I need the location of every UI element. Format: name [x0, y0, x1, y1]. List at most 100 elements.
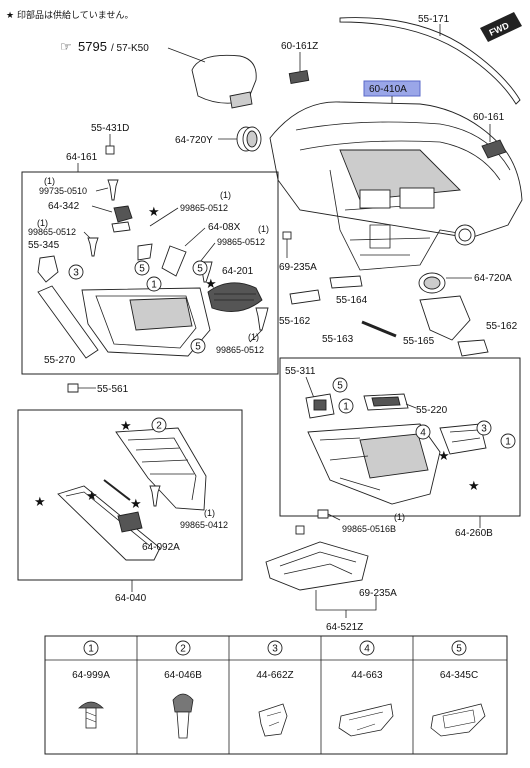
legend-cells: 1 64-999A 2 64-046B 3 44-662Z 444-663 564-345C	[72, 640, 486, 739]
legend-part-code[interactable]: 64-046B	[164, 670, 202, 681]
callout-64-342[interactable]: 64-342	[48, 201, 80, 212]
trim-plate-162-right-shape	[457, 339, 489, 357]
callout-64-260b[interactable]: 64-260B	[455, 528, 493, 539]
callout-99865-0512-b[interactable]: 99865-0512	[180, 203, 228, 213]
callout-55-561[interactable]: 55-561	[97, 384, 129, 395]
callout-60-410a[interactable]: 60-410A	[369, 84, 407, 95]
rivet-clip-icon	[172, 693, 194, 739]
callout-60-161z[interactable]: 60-161Z	[281, 41, 318, 52]
clip-reference-number: 5	[337, 381, 343, 392]
left-air-vent-shape	[236, 126, 262, 152]
reference-number[interactable]: 5795	[78, 39, 107, 54]
switch-55-311-shape	[305, 393, 335, 419]
right-air-vent-shape	[418, 272, 446, 294]
pointing-hand-icon: ☞	[60, 39, 72, 54]
star-marker-icon: ★	[34, 494, 46, 509]
callout-99865-0512-c[interactable]: 99865-0512	[217, 237, 265, 247]
legend-part-code[interactable]: 44-662Z	[256, 670, 293, 681]
legend-number-circle	[359, 640, 375, 656]
glove-frame-shape	[307, 423, 441, 505]
clip-reference-number: 5	[195, 342, 201, 353]
console-panel-shape	[81, 287, 211, 357]
clip-reference-number: 1	[505, 437, 511, 448]
lower-panel-group-box	[21, 171, 279, 375]
callout-55-270[interactable]: 55-270	[44, 355, 76, 366]
clip-reference-marker: 5	[190, 338, 206, 354]
callout-55-220[interactable]: 55-220	[416, 405, 448, 416]
callout-99735-0510[interactable]: 99735-0510	[39, 186, 87, 196]
legend-number-circle	[267, 640, 283, 656]
callout-69-235a-bottom[interactable]: 69-235A	[359, 588, 397, 599]
callout-64-201[interactable]: 64-201	[222, 266, 254, 277]
clip-431d-shape	[105, 145, 115, 155]
callout-99865-0412[interactable]: 99865-0412	[180, 520, 228, 530]
header-note: ★ 印部品は供給していません。	[6, 9, 133, 20]
callout-99865-0512-a[interactable]: 99865-0512	[28, 227, 76, 237]
clip-reference-number: 5	[139, 264, 145, 275]
callout-69-235a-top[interactable]: 69-235A	[279, 262, 317, 273]
clip-reference-number: 2	[156, 421, 162, 432]
legend-cell-1: 1 64-999A	[72, 640, 110, 729]
callout-64-040[interactable]: 64-040	[115, 593, 147, 604]
clip-legend-table	[44, 635, 508, 755]
star-marker-icon: ★	[120, 418, 132, 433]
vent-grille-shape	[288, 69, 310, 85]
callout-55-162-right[interactable]: 55-162	[486, 321, 518, 332]
callout-55-165[interactable]: 55-165	[403, 336, 435, 347]
legend-part-code[interactable]: 44-663	[351, 670, 383, 681]
clip-reference-number: 5	[197, 264, 203, 275]
bracket-right-shape	[439, 423, 487, 455]
callout-64-720a[interactable]: 64-720A	[474, 273, 512, 284]
side-grille-shape	[481, 139, 507, 159]
qty-label: (1)	[248, 332, 259, 342]
clip-reference-number: 4	[420, 428, 426, 439]
callout-64-161[interactable]: 64-161	[66, 152, 98, 163]
trim-55-270-shape	[37, 285, 99, 359]
callout-64-720y[interactable]: 64-720Y	[175, 135, 213, 146]
callout-55-345[interactable]: 55-345	[28, 240, 60, 251]
callout-64-092a[interactable]: 64-092A	[142, 542, 180, 553]
star-marker-icon: ★	[148, 204, 160, 219]
legend-cell-5: 564-345C	[430, 640, 486, 737]
fwd-arrow-icon: FWD	[480, 12, 522, 42]
legend-number: 1	[88, 644, 94, 655]
callout-55-171[interactable]: 55-171	[418, 14, 450, 25]
legend-part-code[interactable]: 64-345C	[440, 670, 478, 681]
dashboard-shape	[269, 101, 523, 271]
callout-55-162-left[interactable]: 55-162	[279, 316, 311, 327]
legend-number: 2	[180, 644, 186, 655]
gasket-shape	[111, 221, 131, 233]
callout-99865-0512-d[interactable]: 99865-0512	[216, 345, 264, 355]
trim-strip-163-shape	[361, 320, 397, 338]
push-clip-icon	[78, 701, 104, 729]
qty-label: (1)	[220, 190, 231, 200]
callout-99865-0516b[interactable]: 99865-0516B	[342, 524, 396, 534]
callout-55-431d[interactable]: 55-431D	[91, 123, 129, 134]
legend-part-code[interactable]: 64-999A	[72, 670, 110, 681]
callout-60-161[interactable]: 60-161	[473, 112, 505, 123]
star-marker-icon: ★	[468, 478, 480, 493]
rod-shape	[103, 479, 131, 501]
bezel-55-220-shape	[363, 393, 409, 411]
star-marker-icon: ★	[86, 488, 98, 503]
callout-64-521z[interactable]: 64-521Z	[326, 622, 363, 633]
legend-number: 3	[272, 644, 278, 655]
callout-64-08x[interactable]: 64-08X	[208, 222, 241, 233]
glove-panel-group-box	[279, 357, 521, 517]
screw-d-shape	[255, 307, 269, 331]
reference-code[interactable]: / 57-K50	[111, 43, 149, 54]
clip-reference-marker: 5	[134, 260, 150, 276]
qty-label: (1)	[394, 512, 405, 522]
reference-link[interactable]: ☞ 5795 / 57-K50	[60, 39, 149, 54]
callout-55-164[interactable]: 55-164	[336, 295, 368, 306]
qty-label: (1)	[44, 176, 55, 186]
qty-label: (1)	[37, 218, 48, 228]
legend-cell-4: 444-663	[338, 640, 394, 737]
airbag-module-shape	[167, 47, 257, 109]
callout-55-311[interactable]: 55-311	[285, 366, 316, 377]
screw-0516b-shape	[317, 509, 329, 519]
clip-reference-marker: 3	[68, 264, 84, 280]
clip-reference-number: 3	[481, 424, 487, 435]
callout-55-163[interactable]: 55-163	[322, 334, 354, 345]
clip-reference-marker: 5	[332, 377, 348, 393]
